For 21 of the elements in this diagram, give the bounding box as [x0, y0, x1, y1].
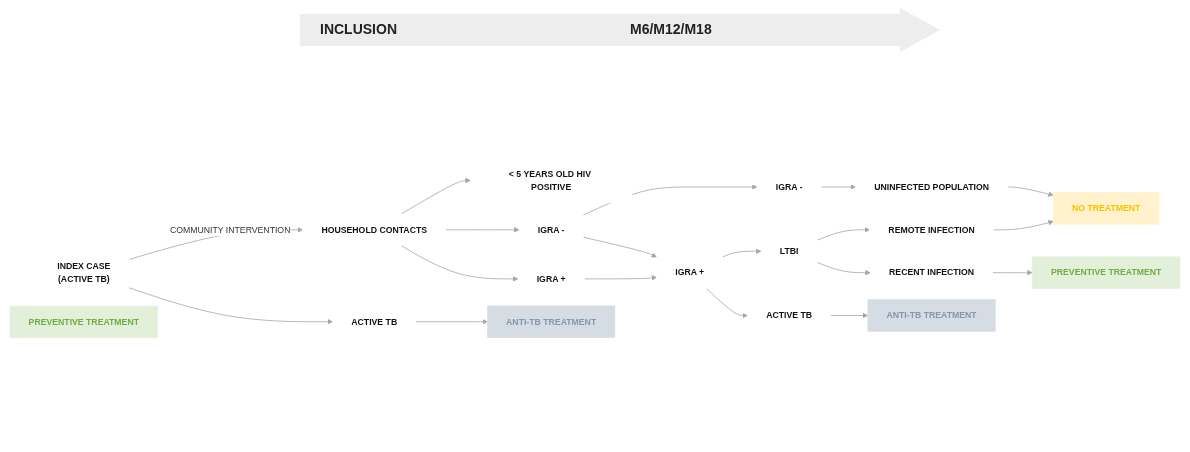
timeline-label: M6/M12/M18 [630, 21, 712, 37]
node-box: PREVENTIVE TREATMENT [9, 305, 158, 339]
node-box: ANTI-TB TREATMENT [867, 299, 996, 332]
node-text: RECENT INFECTION [889, 267, 975, 278]
node-text: REMOTE INFECTION [888, 224, 975, 235]
node-box: NO TREATMENT [1053, 192, 1160, 225]
node-text: IGRA + [675, 267, 705, 278]
node-text: < 5 YEARS OLD HIV POSITIVE [508, 168, 592, 192]
node-box: PREVENTIVE TREATMENT [1032, 256, 1181, 289]
node-text: INDEX CASE (ACTIVE TB) [57, 260, 111, 284]
edge-label: COMMUNITY INTERVENTION [170, 224, 291, 235]
node-box: ANTI-TB TREATMENT [487, 305, 616, 338]
node-text: LTBI [779, 245, 799, 256]
timeline-label: INCLUSION [320, 21, 397, 37]
node-text: HOUSEHOLD CONTACTS [321, 224, 428, 235]
node-text: ACTIVE TB [351, 316, 398, 327]
node-text: UNINFECTED POPULATION [874, 181, 989, 192]
node-text: IGRA - [775, 181, 803, 192]
node-text: ACTIVE TB [766, 310, 813, 321]
node-text: IGRA - [537, 224, 565, 235]
node-text: IGRA + [536, 273, 566, 284]
